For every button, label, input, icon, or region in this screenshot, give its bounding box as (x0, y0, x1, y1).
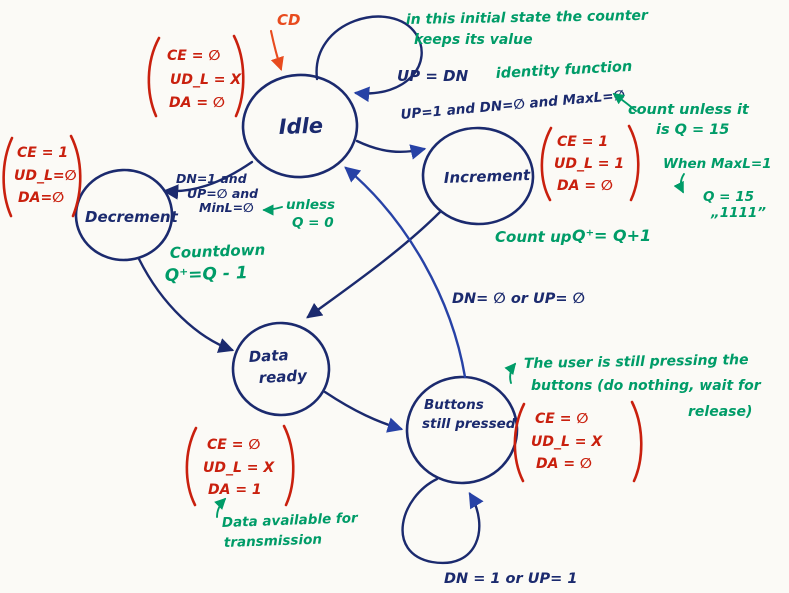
buttons-to-idle-arrow (344, 166, 467, 379)
outputs-decrement-paren-left (2, 136, 14, 218)
note-initial-2: keeps its value (414, 32, 533, 48)
pointer-user-note-icon (504, 362, 517, 384)
idle-self-label: UP = DN (397, 67, 469, 85)
outputs-data-ready-line-1: CE = ∅ (207, 437, 260, 453)
state-decrement (74, 168, 174, 262)
note-unless-2: Q = 0 (292, 215, 334, 231)
outputs-data-ready: CE = ∅ UD_L = X DA = 1 (185, 424, 295, 507)
outputs-buttons-line-2: UD_L = X (531, 434, 603, 450)
pointer-to-minl-icon (262, 204, 283, 216)
state-buttons-label-2: still pressed (422, 416, 516, 432)
note-data-avail-1: Data available for (222, 510, 360, 531)
note-pointer-arrows (214, 93, 685, 518)
outputs-buttons-line-3: DA = ∅ (536, 456, 592, 472)
countdown-prefix: Countdown (170, 241, 266, 262)
states: Idle Increment Decrement Data ready Butt… (74, 73, 535, 485)
note-unless-1: unless (286, 197, 335, 213)
note-user-2: buttons (do nothing, wait for (531, 378, 762, 394)
decrement-to-data-ready-arrow (137, 257, 235, 353)
outputs-data-ready-line-2: UD_L = X (203, 460, 275, 476)
outputs-data-ready-paren-left (185, 426, 198, 507)
action-labels: Count up Q⁺= Q+1 Countdown Q⁺=Q - 1 (164, 226, 651, 286)
pointer-to-maxl-icon (612, 93, 637, 112)
state-buttons-label-1: Buttons (424, 397, 484, 413)
note-user-1: The user is still pressing the (524, 352, 749, 372)
outputs-idle-paren-left (147, 36, 161, 118)
note-user-3: release) (688, 404, 752, 420)
note-when-maxl-3: „1111” (710, 205, 766, 221)
idle-to-increment-arrow (355, 139, 427, 160)
state-idle-label: Idle (278, 113, 323, 139)
idle-to-decrement-label-2: UP=∅ and (187, 186, 259, 201)
outputs-idle-paren-right (232, 34, 245, 118)
idle-to-decrement-arrow (162, 160, 254, 200)
note-initial-1: in this initial state the counter (406, 8, 649, 28)
transitions (137, 15, 484, 565)
outputs-decrement: CE = 1 UD_L=∅ DA=∅ (2, 134, 82, 218)
note-data-avail-2: transmission (224, 532, 323, 551)
reset-label: CD (277, 11, 300, 29)
outputs-increment-line-2: UD_L = 1 (554, 156, 624, 172)
note-identity: identity function (495, 59, 632, 82)
buttons-to-idle-label: DN= ∅ or UP= ∅ (452, 291, 585, 307)
outputs-decrement-line-3: DA=∅ (18, 190, 64, 206)
outputs-decrement-paren-right (69, 134, 82, 218)
pointer-data-avail-icon (214, 497, 227, 518)
outputs-idle: CE = ∅ UD_L = X DA = ∅ (147, 34, 245, 118)
outputs-data-ready-paren-right (282, 424, 295, 507)
note-count-unless-2: is Q = 15 (656, 122, 729, 138)
outputs-increment-line-1: CE = 1 (557, 134, 608, 150)
idle-to-increment-label: UP=1 and DN=∅ and MaxL=∅ (400, 87, 626, 123)
idle-to-decrement-label-3: MinL=∅ (199, 200, 254, 215)
state-data-ready (231, 321, 331, 417)
note-count-unless-1: count unless it (628, 102, 750, 118)
outputs-increment-line-3: DA = ∅ (557, 178, 613, 194)
increment-to-data-ready-arrow (306, 210, 442, 319)
outputs-buttons-paren-left (513, 402, 526, 483)
outputs-decrement-line-1: CE = 1 (17, 145, 68, 161)
outputs-idle-line-2: UD_L = X (170, 72, 242, 88)
note-when-maxl-2: Q = 15 (703, 189, 754, 205)
note-when-maxl-1: When MaxL=1 (663, 156, 772, 172)
outputs-increment: CE = 1 UD_L = 1 DA = ∅ (540, 124, 640, 202)
idle-to-decrement-label-1: DN=1 and (176, 171, 248, 186)
buttons-self-loop (401, 477, 484, 565)
state-data-ready-label-2: ready (258, 366, 308, 387)
count-up-formula: Q⁺= Q+1 (572, 226, 651, 245)
countdown-formula: Q⁺=Q - 1 (164, 263, 247, 286)
data-ready-to-buttons-arrow (323, 390, 404, 433)
outputs-buttons-paren-right (630, 400, 643, 483)
notes: in this initial state the counter keeps … (222, 8, 772, 551)
outputs-increment-paren-right (627, 124, 640, 202)
outputs-increment-paren-left (540, 126, 553, 202)
idle-self-loop (315, 15, 423, 103)
outputs-buttons: CE = ∅ UD_L = X DA = ∅ (513, 400, 643, 483)
pointer-when-maxl-icon (673, 173, 685, 194)
outputs-buttons-line-1: CE = ∅ (535, 411, 588, 427)
buttons-self-label: DN = 1 or UP= 1 (444, 571, 577, 587)
outputs-decrement-line-2: UD_L=∅ (14, 168, 77, 184)
state-increment (421, 126, 535, 226)
state-data-ready-label-1: Data (248, 346, 289, 366)
outputs-idle-line-1: CE = ∅ (167, 48, 220, 64)
outputs-idle-line-3: DA = ∅ (169, 95, 225, 111)
transition-labels: CD UP = DN UP=1 and DN=∅ and MaxL=∅ DN=1… (176, 11, 626, 587)
state-increment-label: Increment (444, 166, 532, 187)
state-decrement-label: Decrement (85, 208, 179, 226)
outputs-data-ready-line-3: DA = 1 (208, 482, 262, 498)
reset-arrow (269, 29, 284, 71)
state-idle (241, 73, 359, 179)
count-up-prefix: Count up (495, 228, 572, 246)
